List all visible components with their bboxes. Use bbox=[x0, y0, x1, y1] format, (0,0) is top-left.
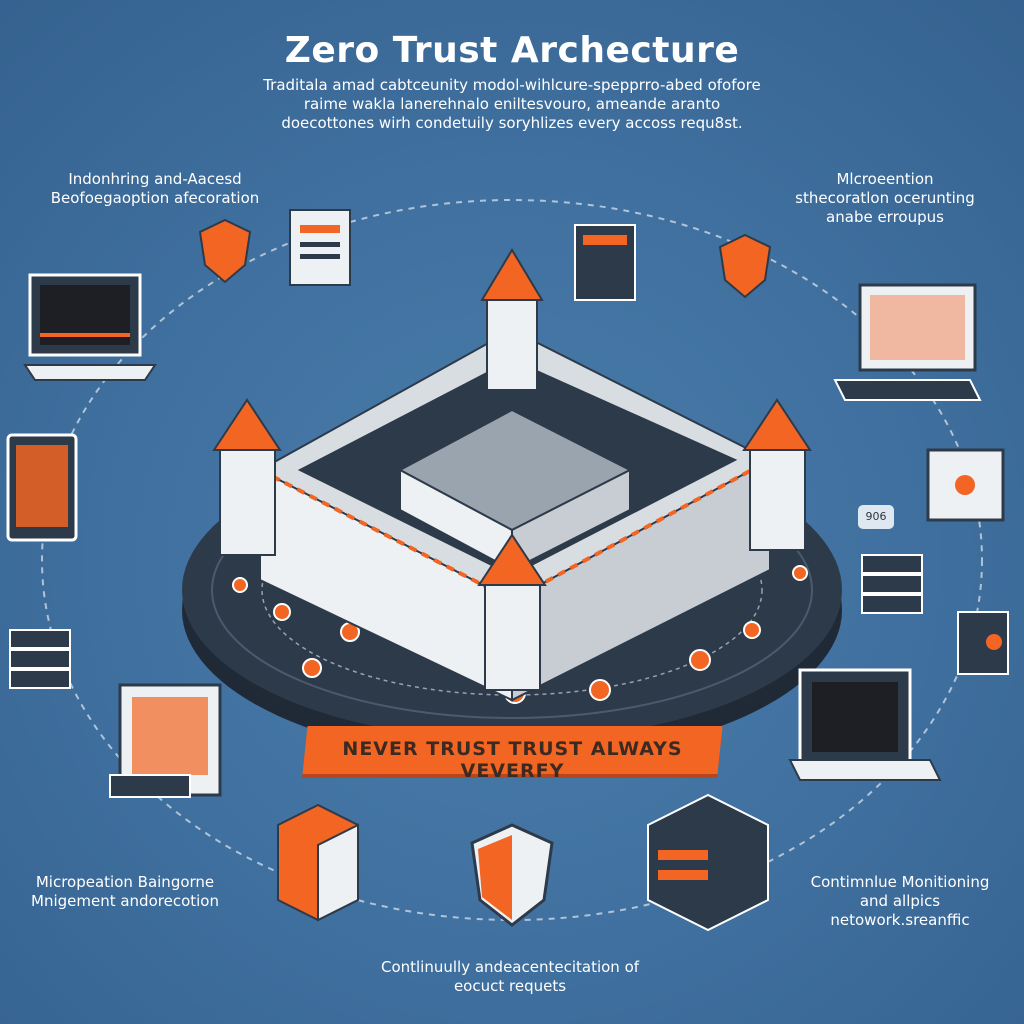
laptop-icon bbox=[23, 273, 157, 381]
node bbox=[743, 621, 761, 639]
server-stack-icon bbox=[861, 554, 923, 614]
tower-left bbox=[212, 398, 282, 556]
server-icon bbox=[574, 224, 636, 301]
node bbox=[589, 679, 611, 701]
tower-front bbox=[477, 533, 547, 691]
node bbox=[302, 658, 322, 678]
castle bbox=[259, 328, 771, 702]
label-top-left: Indonhring and-Aacesd Beofoegaoption afe… bbox=[50, 170, 260, 207]
tablet-icon bbox=[6, 433, 78, 542]
server-rack-icon bbox=[647, 793, 769, 932]
shield-icon bbox=[718, 233, 772, 299]
page-subtitle: Traditala amad cabtceunity modol-wihlcur… bbox=[263, 76, 761, 132]
node bbox=[273, 603, 291, 621]
server-stack-icon bbox=[9, 629, 71, 689]
tower-right bbox=[742, 398, 812, 551]
shield-icon bbox=[198, 218, 252, 284]
platform-nodes bbox=[232, 565, 808, 704]
orbit-ring bbox=[41, 199, 983, 921]
node bbox=[792, 565, 808, 581]
desktop-icon bbox=[109, 683, 222, 798]
node bbox=[232, 577, 248, 593]
server-cube-icon bbox=[277, 803, 359, 922]
shield-icon bbox=[470, 823, 554, 927]
number-tag: 906 bbox=[858, 505, 894, 529]
banner-text: NEVER TRUST TRUST ALWAYS VEVERFY bbox=[342, 738, 683, 782]
label-bottom-right: Contimnlue Monitioning and allpics netow… bbox=[810, 873, 990, 929]
label-bottom-center: Contlinuully andeacentecitation of eocuc… bbox=[380, 958, 640, 995]
node bbox=[689, 649, 711, 671]
monitor-icon bbox=[926, 448, 1005, 522]
tower-back bbox=[480, 248, 544, 391]
page-title: Zero Trust Archecture bbox=[284, 30, 740, 71]
server-icon bbox=[957, 611, 1009, 675]
label-top-right: Mlcroeention sthecoratlon ocerunting ana… bbox=[795, 170, 975, 226]
label-bottom-left: Micropeation Baingorne Mnigement andorec… bbox=[31, 873, 219, 910]
laptop-icon bbox=[833, 283, 982, 401]
document-icon bbox=[289, 209, 351, 286]
desktop-icon bbox=[788, 668, 942, 781]
